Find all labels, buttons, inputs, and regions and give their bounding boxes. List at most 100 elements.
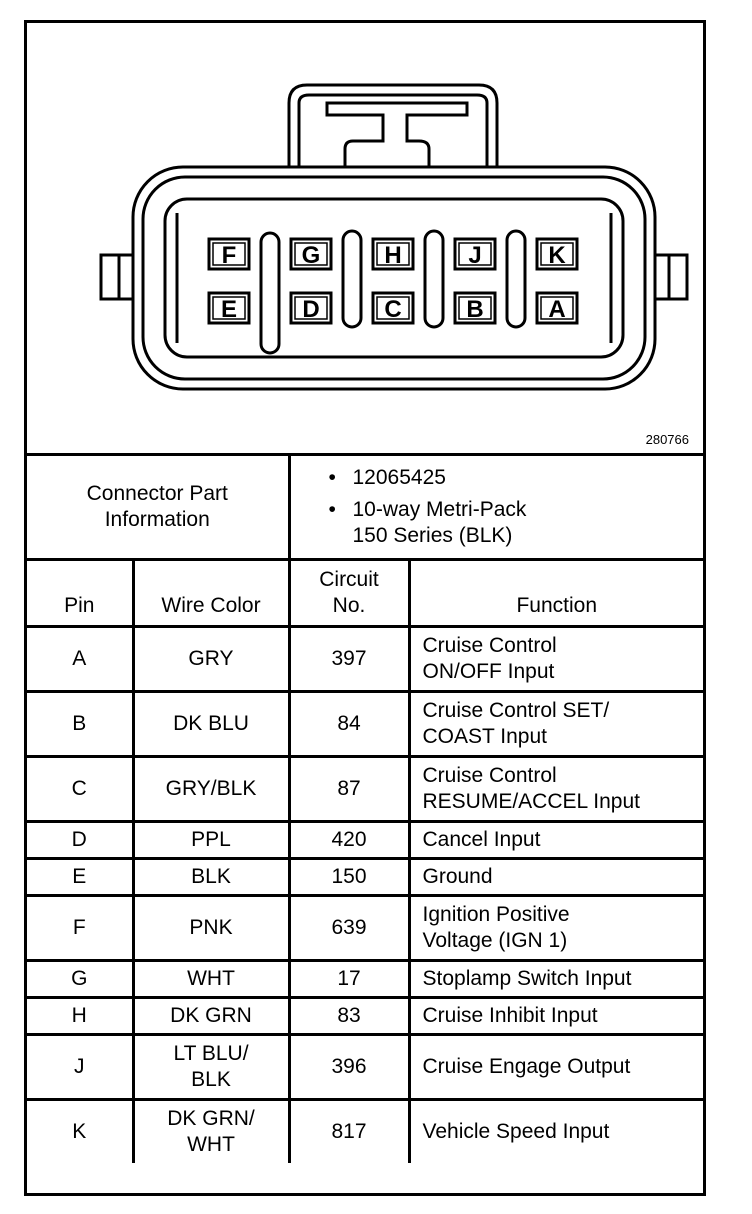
cavity-label-a: A — [548, 296, 565, 323]
cavity-b — [453, 291, 497, 325]
cell-pin: A — [27, 625, 135, 693]
cell-wire-color: WHT — [131, 959, 291, 999]
pinout-table: Connector Part Information 12065425 10-wa… — [27, 453, 704, 1163]
cavity-label-b: B — [466, 296, 483, 323]
cell-wire-color: DK GRN/WHT — [131, 1098, 291, 1163]
header-wire-color: Wire Color — [131, 558, 291, 628]
cell-circuit: 84 — [287, 690, 411, 758]
connector-body-inner — [163, 197, 625, 359]
cavity-label-f: F — [222, 242, 237, 269]
cavity-label-k: K — [548, 242, 566, 269]
connector-diagram: F G H J K E D C B A 280766 — [27, 23, 703, 456]
cell-function: Cruise Engage Output — [407, 1033, 704, 1101]
connector-info-label: Connector Part Information — [27, 453, 291, 561]
cell-pin: G — [27, 959, 135, 999]
cavity-a — [535, 291, 579, 325]
cell-pin: D — [27, 820, 135, 860]
cavity-g — [289, 237, 333, 271]
latch-tab — [325, 101, 469, 173]
cavity-label-c: C — [384, 296, 401, 323]
cavity-label-e: E — [221, 296, 237, 323]
cavity-inner-g — [294, 242, 328, 266]
cavity-inner-c — [376, 296, 410, 320]
cell-wire-color: GRY/BLK — [131, 755, 291, 823]
header-circuit: Circuit No. — [287, 558, 411, 628]
cavity-inner-f — [212, 242, 246, 266]
cell-circuit: 420 — [287, 820, 411, 860]
cell-circuit: 397 — [287, 625, 411, 693]
cell-pin: K — [27, 1098, 135, 1163]
cell-wire-color: PPL — [131, 820, 291, 860]
cell-wire-color: BLK — [131, 857, 291, 897]
cavity-label-j: J — [468, 242, 481, 269]
cell-function: Cancel Input — [407, 820, 704, 860]
cavity-label-h: H — [384, 242, 401, 269]
cavity-inner-h — [376, 242, 410, 266]
cavity-inner-a — [540, 296, 574, 320]
cell-pin: B — [27, 690, 135, 758]
connector-face-drawing: F G H J K E D C B A — [99, 83, 689, 391]
cell-circuit: 396 — [287, 1033, 411, 1101]
divider-slot-1 — [341, 229, 363, 329]
latch-inner — [297, 93, 489, 173]
cavity-inner-d — [294, 296, 328, 320]
connector-info-row: Connector Part Information 12065425 10-wa… — [27, 453, 704, 561]
cavity-c — [371, 291, 415, 325]
cavity-f — [207, 237, 251, 271]
cell-function: Ground — [407, 857, 704, 897]
cell-pin: C — [27, 755, 135, 823]
cavity-label-d: D — [302, 296, 319, 323]
cell-circuit: 817 — [287, 1098, 411, 1163]
cell-function: Vehicle Speed Input — [407, 1098, 704, 1163]
cell-wire-color: DK BLU — [131, 690, 291, 758]
cell-pin: H — [27, 996, 135, 1036]
cell-function: Cruise Control SET/COAST Input — [407, 690, 704, 758]
cell-pin: F — [27, 894, 135, 962]
cell-wire-color: GRY — [131, 625, 291, 693]
divider-left-slot — [259, 231, 281, 355]
cavity-inner-b — [458, 296, 492, 320]
latch-outer — [287, 83, 499, 173]
cell-pin: J — [27, 1033, 135, 1101]
cell-function: Stoplamp Switch Input — [407, 959, 704, 999]
cell-wire-color: PNK — [131, 894, 291, 962]
connector-body-middle — [141, 175, 647, 381]
cell-circuit: 83 — [287, 996, 411, 1036]
table-header-row: Pin Wire Color Circuit No. Function — [27, 558, 704, 628]
cavity-h — [371, 237, 415, 271]
cavity-k — [535, 237, 579, 271]
cavity-label-g: G — [302, 242, 321, 269]
cell-pin: E — [27, 857, 135, 897]
cavity-d — [289, 291, 333, 325]
header-function: Function — [407, 558, 704, 628]
cell-function: Cruise Inhibit Input — [407, 996, 704, 1036]
cavity-group: F G H J K E D C B A — [207, 237, 579, 325]
cavity-j — [453, 237, 497, 271]
cell-circuit: 17 — [287, 959, 411, 999]
connector-info-item: 12065425 — [327, 465, 694, 491]
divider-slot-3 — [505, 229, 527, 329]
header-pin: Pin — [27, 558, 135, 628]
cavity-inner-j — [458, 242, 492, 266]
part-number: 280766 — [645, 432, 689, 447]
cavity-inner-e — [212, 296, 246, 320]
cell-circuit: 150 — [287, 857, 411, 897]
